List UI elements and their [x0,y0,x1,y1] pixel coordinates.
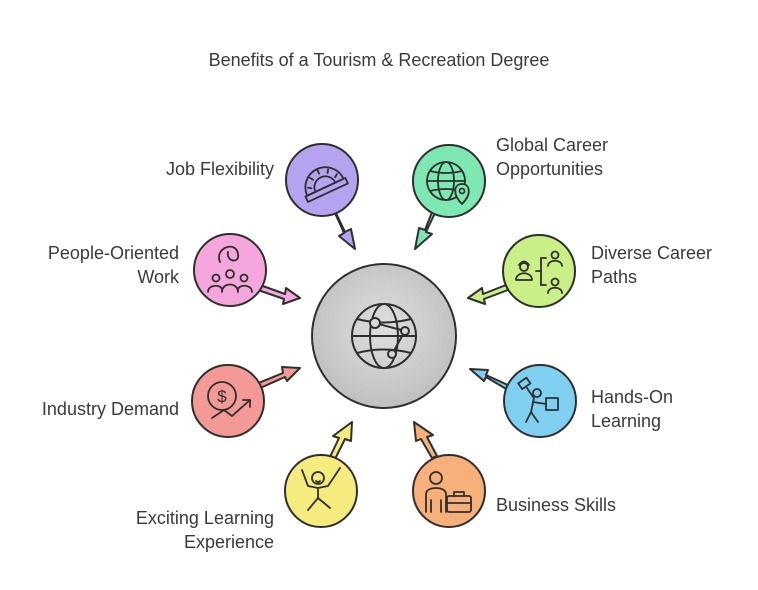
excited-person-icon [301,467,341,511]
people-group-icon [207,245,253,293]
label-industry-demand: Industry Demand [41,399,179,419]
arrow-exciting-learning [329,421,353,460]
label-job-flexibility: Job Flexibility [165,159,274,179]
diagram-title: Benefits of a Tourism & Recreation Degre… [208,50,550,70]
label-people-oriented: People-Oriented Work [47,243,179,287]
node-industry-demand [191,364,265,438]
arrow-job-flexibility [334,210,356,250]
node-exciting-learning [284,454,358,528]
label-exciting-learning: Exciting Learning Experience [135,508,274,552]
briefcase-person-icon [425,471,472,513]
hands-on-icon [517,376,559,423]
arrow-people-oriented [257,284,301,305]
globe-location-icon [426,161,470,205]
label-hands-on: Hands-On Learning [591,387,674,431]
node-business-skills [412,454,486,528]
arrow-global-career [414,211,436,250]
protractor-icon [304,166,349,203]
label-diverse-career: Diverse Career Paths [591,243,713,287]
node-job-flexibility [285,143,359,217]
label-global-career: Global Career Opportunities [496,135,609,179]
org-chart-icon [515,250,563,294]
dollar-growth-icon: $ [207,381,251,419]
globe-network-icon [351,303,417,369]
node-hands-on [503,364,577,438]
label-business-skills: Business Skills [496,495,617,515]
arrow-industry-demand [255,366,301,390]
arrow-diverse-career [467,284,509,305]
arrow-hands-on [469,368,511,391]
arrow-business-skills [413,421,438,459]
svg-text:$: $ [217,387,227,406]
